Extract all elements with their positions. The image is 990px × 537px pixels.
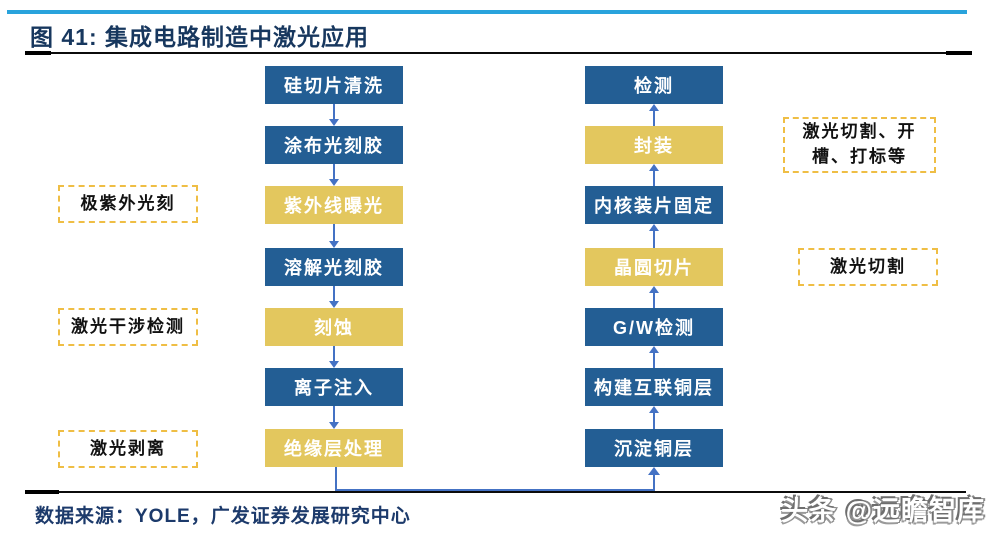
flow-step-wafer-dicing: 晶圆切片	[585, 248, 723, 286]
connector-line	[335, 489, 655, 491]
flow-step-etch: 刻蚀	[265, 308, 403, 346]
laser-annotation-cut-groove-mark: 激光切割、开槽、打标等	[783, 117, 936, 173]
flow-step-silicon-clean: 硅切片清洗	[265, 66, 403, 104]
footer-divider	[25, 490, 966, 494]
source-note: 数据来源：YOLE，广发证券发展研究中心	[35, 506, 411, 527]
up-arrow-icon	[648, 406, 660, 429]
divider-right-tab	[946, 51, 972, 55]
connector-line	[653, 473, 655, 491]
connector-line	[335, 467, 337, 491]
flow-step-inspection: 检测	[585, 66, 723, 104]
down-arrow-icon	[328, 286, 340, 308]
up-arrow-icon	[648, 286, 660, 308]
connector-arrowhead-icon	[648, 467, 660, 475]
top-accent-line	[7, 10, 967, 14]
up-arrow-icon	[648, 346, 660, 368]
down-arrow-icon	[328, 224, 340, 248]
flow-step-die-attach: 内核装片固定	[585, 186, 723, 224]
laser-annotation-interfere: 激光干涉检测	[58, 308, 198, 346]
divider-left-tab	[25, 51, 51, 55]
flow-step-copper-deposit: 沉淀铜层	[585, 429, 723, 467]
down-arrow-icon	[328, 164, 340, 186]
title-divider	[25, 51, 972, 55]
flow-step-gw-inspection: G/W检测	[585, 308, 723, 346]
flow-step-copper-interconnect: 构建互联铜层	[585, 368, 723, 406]
flow-step-ion-implant: 离子注入	[265, 368, 403, 406]
watermark: 头条 @远瞻智库	[781, 496, 985, 526]
flow-step-insulation: 绝缘层处理	[265, 429, 403, 467]
down-arrow-icon	[328, 346, 340, 368]
up-arrow-icon	[648, 224, 660, 248]
flow-step-uv-expose: 紫外线曝光	[265, 186, 403, 224]
up-arrow-icon	[648, 164, 660, 186]
down-arrow-icon	[328, 406, 340, 429]
laser-annotation-cut: 激光切割	[798, 248, 938, 286]
flow-step-coat-resist: 涂布光刻胶	[265, 126, 403, 164]
divider-left-tab	[25, 490, 59, 494]
flow-step-dissolve-resist: 溶解光刻胶	[265, 248, 403, 286]
laser-annotation-liftoff: 激光剥离	[58, 430, 198, 468]
up-arrow-icon	[648, 104, 660, 126]
laser-annotation-euv: 极紫外光刻	[58, 185, 198, 223]
figure-title: 图 41: 集成电路制造中激光应用	[30, 24, 370, 50]
flow-step-packaging: 封装	[585, 126, 723, 164]
down-arrow-icon	[328, 104, 340, 126]
